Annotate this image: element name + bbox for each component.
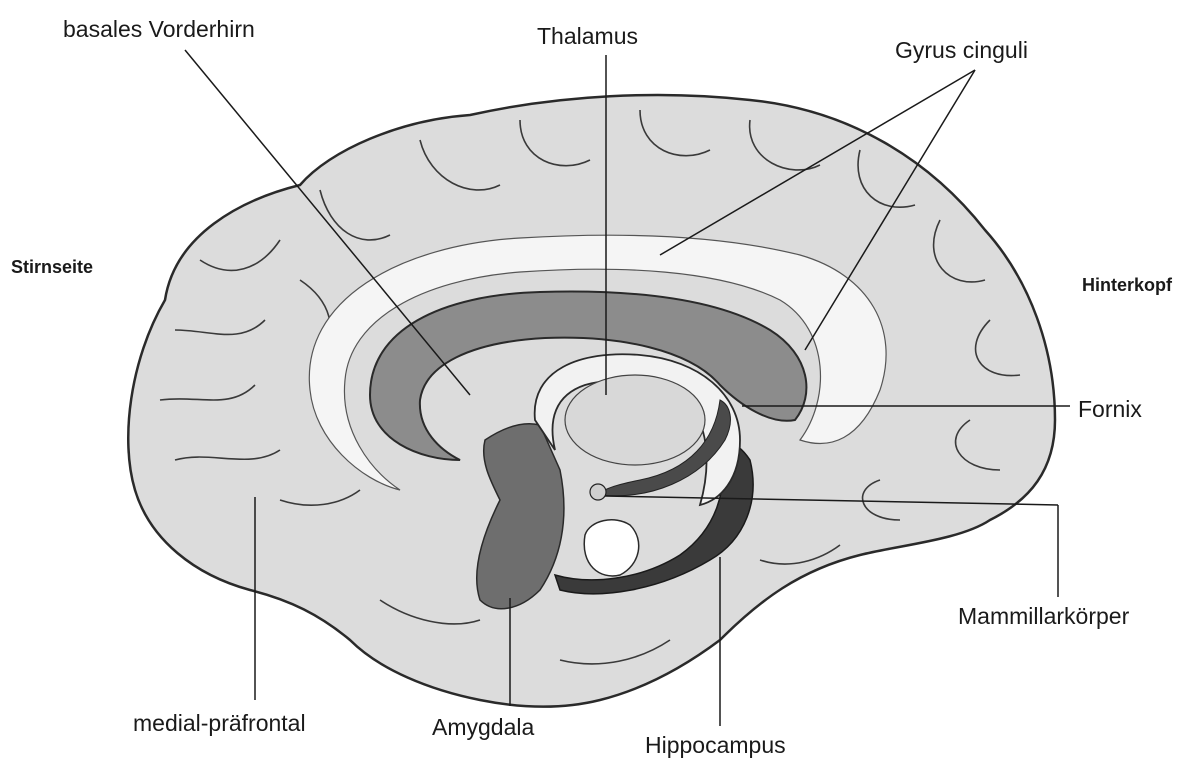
label-amygdala: Amygdala bbox=[432, 716, 534, 739]
label-cingulate-gyrus: Gyrus cinguli bbox=[895, 39, 1028, 62]
label-basal-forebrain: basales Vorderhirn bbox=[63, 18, 255, 41]
label-occipital-side: Hinterkopf bbox=[1082, 276, 1172, 294]
thalamus-shape bbox=[565, 375, 705, 465]
amygdala-blob bbox=[584, 520, 638, 576]
mammillary-body-shape bbox=[590, 484, 606, 500]
label-mammillary-body: Mammillarkörper bbox=[958, 605, 1129, 628]
label-hippocampus: Hippocampus bbox=[645, 734, 786, 757]
label-thalamus: Thalamus bbox=[537, 25, 638, 48]
label-medial-prefrontal: medial-präfrontal bbox=[133, 712, 306, 735]
label-frontal-side: Stirnseite bbox=[11, 258, 93, 276]
label-fornix: Fornix bbox=[1078, 398, 1142, 421]
